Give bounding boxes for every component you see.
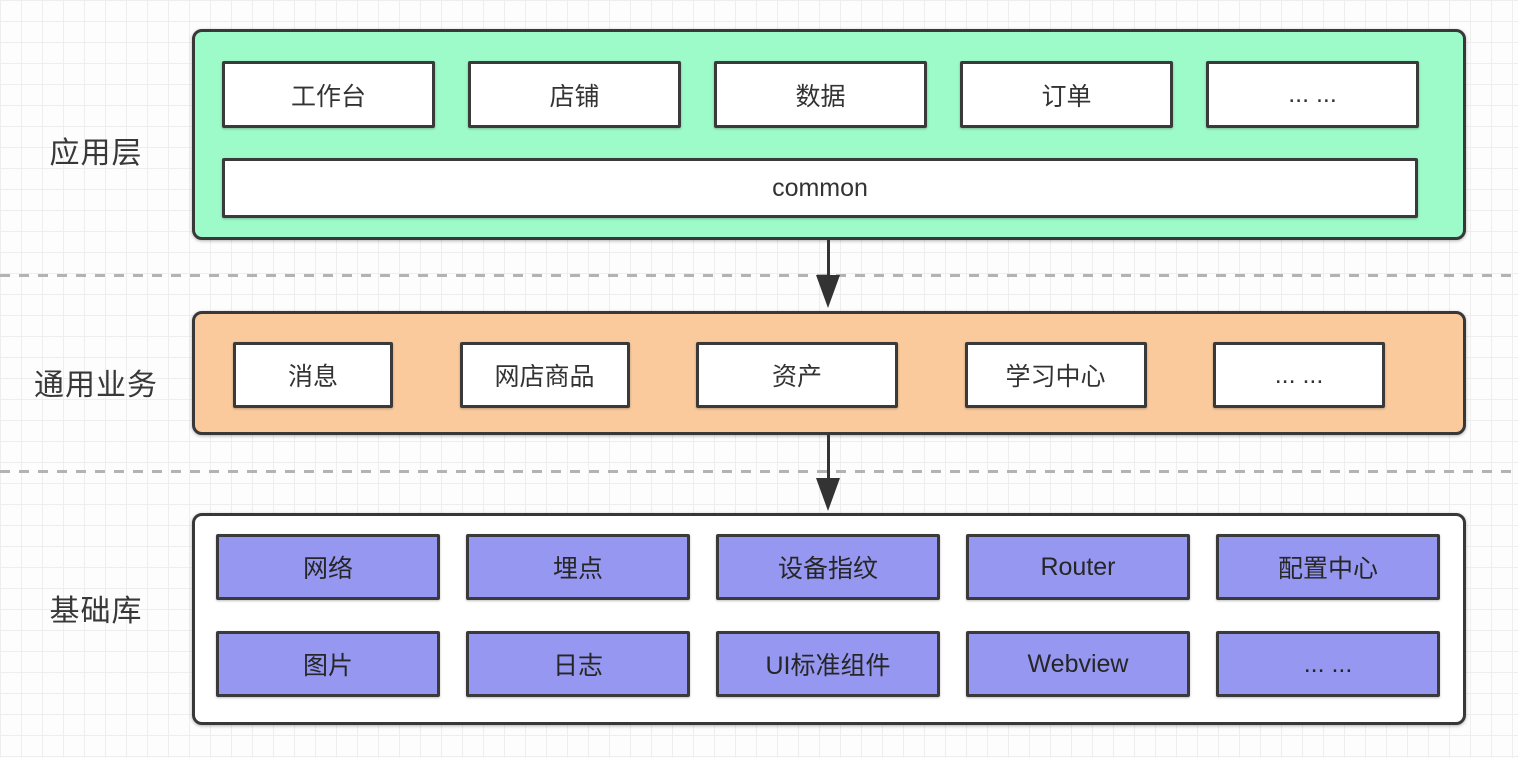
app-common-bar: common — [222, 158, 1418, 218]
biz-module-shop-goods: 网店商品 — [459, 342, 630, 408]
base-module-row-2: 图片 日志 UI标准组件 Webview ... ... — [216, 631, 1440, 697]
base-module-network: 网络 — [216, 534, 440, 600]
base-module-router: Router — [966, 534, 1190, 600]
base-module-row-1: 网络 埋点 设备指纹 Router 配置中心 — [216, 534, 1440, 600]
app-module-workbench: 工作台 — [222, 61, 435, 128]
base-module-webview: Webview — [966, 631, 1190, 697]
biz-module-more: ... ... — [1213, 342, 1385, 408]
app-module-row: 工作台 店铺 数据 订单 ... ... — [222, 61, 1419, 128]
layer-label-base: 基础库 — [49, 595, 143, 628]
biz-module-message: 消息 — [233, 342, 393, 408]
down-arrow-icon — [816, 240, 840, 308]
base-module-ui-components: UI标准组件 — [716, 631, 940, 697]
biz-module-learning-center: 学习中心 — [964, 342, 1147, 408]
app-module-data: 数据 — [714, 61, 927, 128]
layer-label-business: 通用业务 — [34, 369, 158, 402]
layer-label-app: 应用层 — [49, 137, 143, 170]
app-module-order: 订单 — [960, 61, 1173, 128]
base-module-log: 日志 — [466, 631, 690, 697]
base-module-image: 图片 — [216, 631, 440, 697]
base-module-config-center: 配置中心 — [1216, 534, 1440, 600]
base-module-device-fingerprint: 设备指纹 — [716, 534, 940, 600]
business-module-row: 消息 网店商品 资产 学习中心 ... ... — [195, 342, 1463, 408]
business-layer-container: 消息 网店商品 资产 学习中心 ... ... — [192, 311, 1466, 435]
down-arrow-icon — [816, 435, 840, 511]
app-layer-container: 工作台 店铺 数据 订单 ... ... common — [192, 29, 1466, 240]
app-module-shop: 店铺 — [468, 61, 681, 128]
base-module-more: ... ... — [1216, 631, 1440, 697]
layer-separator-line — [0, 470, 1518, 473]
base-layer-container: 网络 埋点 设备指纹 Router 配置中心 图片 日志 UI标准组件 Webv… — [192, 513, 1466, 725]
layer-separator-line — [0, 274, 1518, 277]
base-module-tracking: 埋点 — [466, 534, 690, 600]
app-module-more: ... ... — [1206, 61, 1419, 128]
biz-module-asset: 资产 — [696, 342, 898, 408]
